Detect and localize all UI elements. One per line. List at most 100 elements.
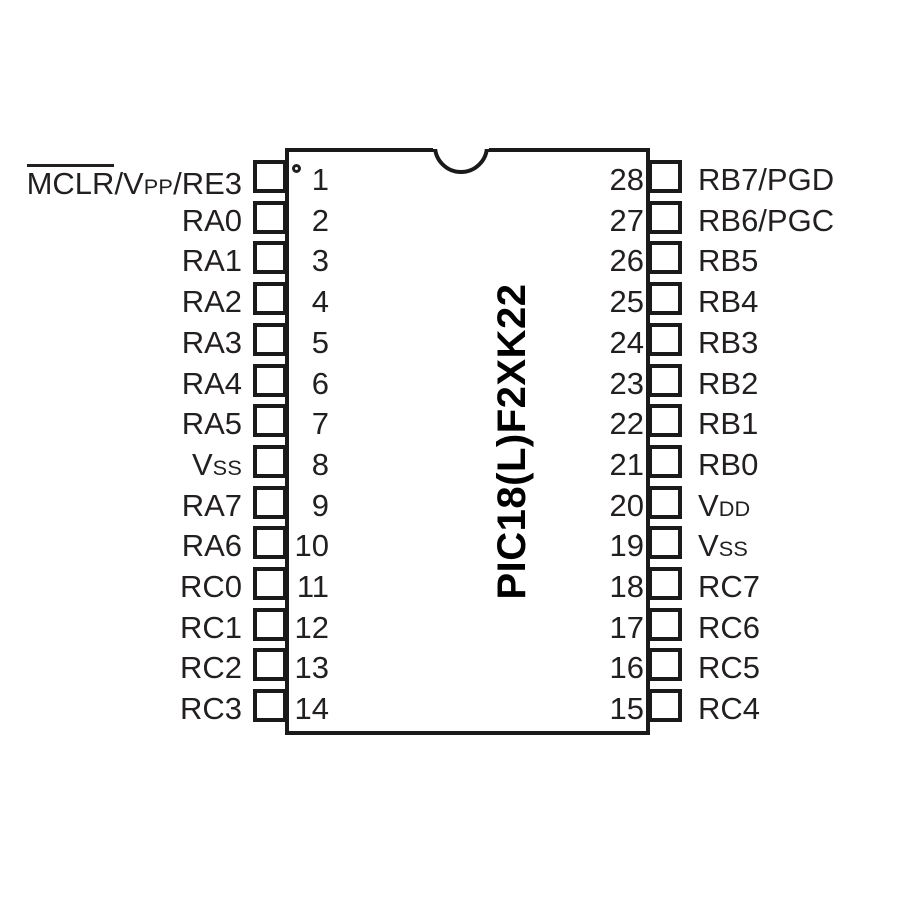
- label-text: RA3: [181, 324, 242, 360]
- label-subscript: DD: [718, 495, 751, 521]
- pin-box-24[interactable]: [648, 322, 682, 356]
- pin-label-MCLR-VPP-RE3: MCLR/VPP/RE3: [0, 164, 242, 199]
- pin-number-20: 20: [609, 487, 644, 523]
- pin-label-RC5: RC5: [698, 652, 760, 683]
- pin-number-9: 9: [311, 487, 329, 523]
- pin-number-17: 17: [609, 609, 644, 645]
- pin-number-4: 4: [311, 284, 329, 320]
- pin-box-10[interactable]: [253, 526, 287, 560]
- pin-label-RC7: RC7: [698, 571, 760, 602]
- pin-label-VSS: VSS: [698, 530, 748, 561]
- part-number-label: PIC18(L)F2XK22: [490, 283, 534, 600]
- pin-number-6: 6: [311, 365, 329, 401]
- pin-number-3: 3: [311, 243, 329, 279]
- notch-top-edge-mask: [433, 144, 489, 149]
- pin-box-11[interactable]: [253, 567, 287, 600]
- label-subscript: SS: [212, 454, 242, 480]
- pin-box-23[interactable]: [648, 363, 682, 397]
- label-text: RB6/PGC: [698, 202, 835, 238]
- pin-box-21[interactable]: [648, 444, 682, 478]
- pin-label-RA3: RA3: [0, 327, 242, 358]
- label-subscript: SS: [718, 536, 749, 562]
- pin-label-RB6-PGC: RB6/PGC: [698, 205, 834, 236]
- label-text: RA6: [181, 528, 242, 564]
- pin-number-18: 18: [609, 569, 644, 604]
- label-text: RB1: [698, 406, 759, 442]
- pin-box-25[interactable]: [648, 282, 682, 316]
- label-text: RC5: [698, 650, 761, 686]
- pin-number-16: 16: [609, 650, 644, 686]
- pin-box-12[interactable]: [253, 607, 287, 641]
- pin-1-marker-dot-icon: [292, 164, 301, 173]
- pin-box-17[interactable]: [648, 607, 682, 641]
- pin-number-22: 22: [609, 406, 644, 442]
- pin-label-VDD: VDD: [698, 490, 750, 521]
- pin-number-26: 26: [609, 243, 644, 279]
- pin-box-6[interactable]: [253, 363, 287, 397]
- pin-box-20[interactable]: [648, 485, 682, 519]
- pin-number-19: 19: [609, 528, 644, 564]
- pin-number-2: 2: [311, 202, 329, 238]
- pin-label-RA7: RA7: [0, 490, 242, 521]
- pin-box-26[interactable]: [648, 241, 682, 275]
- label-text: RA0: [181, 202, 242, 238]
- pin-box-5[interactable]: [253, 322, 287, 356]
- pin-box-14[interactable]: [253, 689, 287, 723]
- pin-box-15[interactable]: [648, 689, 682, 723]
- pin-box-27[interactable]: [648, 200, 682, 234]
- pin-number-13: 13: [294, 650, 329, 686]
- label-text: RC3: [179, 691, 242, 727]
- label-text: RA5: [181, 406, 242, 442]
- pin-number-21: 21: [609, 446, 644, 482]
- pin-box-7[interactable]: [253, 404, 287, 438]
- pin-box-3[interactable]: [253, 241, 287, 275]
- pin-label-RA0: RA0: [0, 205, 242, 236]
- label-text: RC7: [698, 569, 761, 604]
- pin-number-8: 8: [311, 446, 329, 482]
- pin-number-15: 15: [609, 691, 644, 727]
- pin-number-10: 10: [294, 528, 329, 564]
- pin-box-13[interactable]: [253, 648, 287, 682]
- pin-box-8[interactable]: [253, 444, 287, 478]
- label-text: RB7/PGD: [698, 162, 835, 197]
- pin-label-RB7-PGD: RB7/PGD: [698, 164, 834, 195]
- label-text: RC4: [698, 691, 761, 727]
- label-text: RA4: [181, 365, 242, 401]
- pin-number-24: 24: [609, 324, 644, 360]
- label-text: RC1: [179, 609, 242, 645]
- pin-box-2[interactable]: [253, 200, 287, 234]
- label-text: RB4: [698, 284, 759, 320]
- label-text: RC0: [179, 569, 242, 604]
- pin-label-RB5: RB5: [698, 245, 758, 276]
- label-text: RA2: [181, 284, 242, 320]
- pin-box-19[interactable]: [648, 526, 682, 560]
- pin-number-28: 28: [609, 162, 644, 197]
- pin-label-RC2: RC2: [0, 652, 242, 683]
- package-notch-icon: [433, 146, 489, 176]
- pin-box-9[interactable]: [253, 485, 287, 519]
- label-text: RB3: [698, 324, 759, 360]
- pin-number-25: 25: [609, 284, 644, 320]
- label-text: RC2: [179, 650, 242, 686]
- pin-number-1: 1: [311, 162, 329, 197]
- pin-box-28[interactable]: [648, 160, 682, 193]
- label-text: RA7: [181, 487, 242, 523]
- pin-box-16[interactable]: [648, 648, 682, 682]
- pin-box-22[interactable]: [648, 404, 682, 438]
- label-text: RB5: [698, 243, 759, 279]
- pin-label-RC3: RC3: [0, 693, 242, 724]
- pin-box-4[interactable]: [253, 282, 287, 316]
- pin-number-14: 14: [294, 691, 329, 727]
- pin-box-1[interactable]: [253, 160, 287, 193]
- pin-label-RA5: RA5: [0, 408, 242, 439]
- pin-number-7: 7: [311, 406, 329, 442]
- pin-number-11: 11: [296, 569, 329, 604]
- pin-label-RA4: RA4: [0, 368, 242, 399]
- label-text: RA1: [181, 243, 242, 279]
- pin-label-RC1: RC1: [0, 612, 242, 643]
- pin-box-18[interactable]: [648, 567, 682, 600]
- pin-label-RC6: RC6: [698, 612, 760, 643]
- pin-label-RA1: RA1: [0, 245, 242, 276]
- label-subscript: PP: [143, 174, 174, 199]
